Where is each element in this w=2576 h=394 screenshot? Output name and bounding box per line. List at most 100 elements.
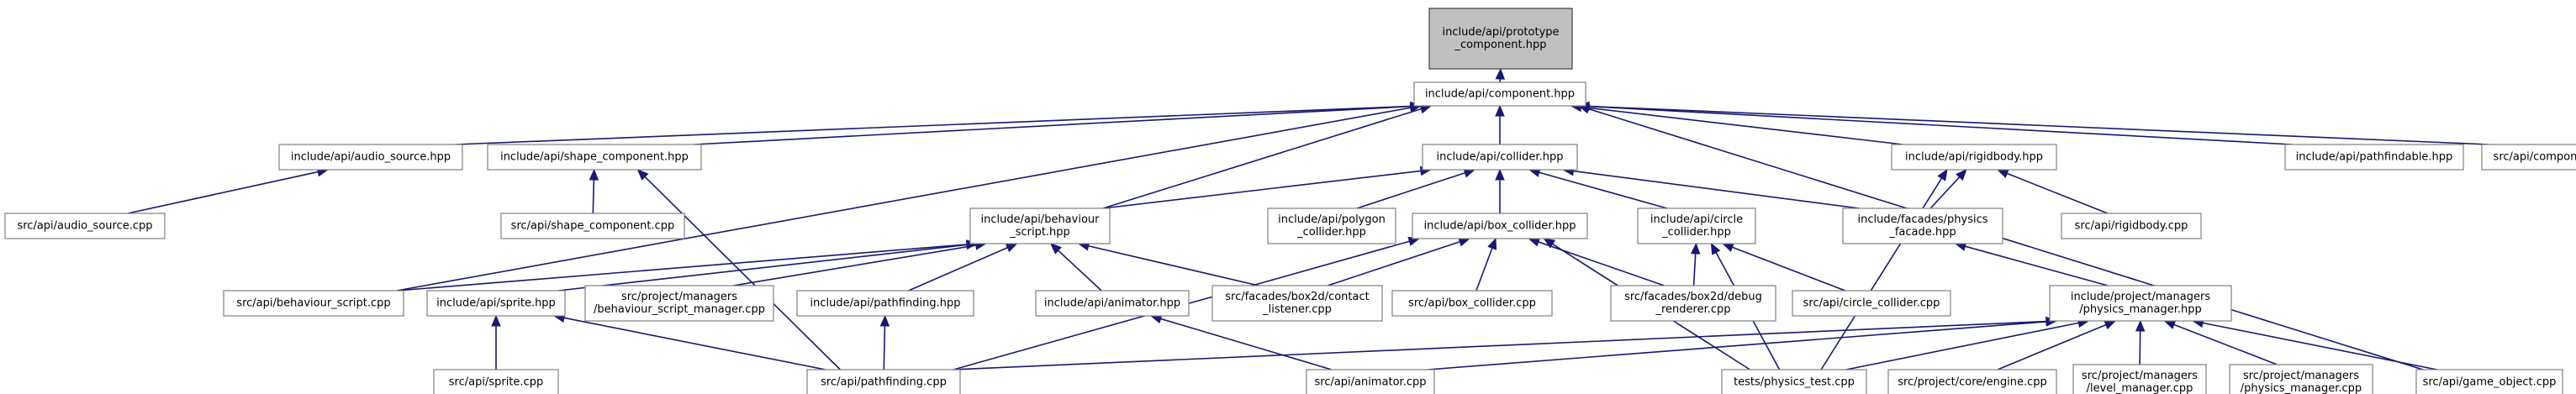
node-box: [1610, 285, 1776, 322]
node-label-line: _facade.hpp: [1888, 226, 1956, 239]
node-box: [806, 369, 961, 394]
node-box: [796, 290, 974, 317]
node-src-api-audio-source-cpp[interactable]: src/api/audio_source.cpp: [4, 213, 166, 239]
node-src-api-sprite-cpp[interactable]: src/api/sprite.cpp: [433, 369, 559, 394]
edge-src-project-managers-level-manager-cpp-includes-include-project-managers-physics-manager-hpp: [2135, 319, 2146, 365]
node-box: [2061, 213, 2202, 239]
node-src-project-managers-physics-manager-cpp[interactable]: src/project/managers/physics_manager.cpp: [2229, 364, 2373, 394]
node-box: [1792, 290, 1951, 317]
node-include-api-pathfindable-hpp[interactable]: include/api/pathfindable.hpp: [2284, 144, 2464, 171]
edge-line: [644, 176, 841, 370]
node-label-line: src/api/rigidbody.cpp: [2075, 220, 2188, 233]
node-include-project-managers-physics-manager-hpp[interactable]: include/project/managers/physics_manager…: [2049, 285, 2232, 322]
node-label-line: src/project/managers: [2243, 370, 2359, 382]
node-box: [2284, 144, 2464, 171]
node-include-api-pathfinding-hpp[interactable]: include/api/pathfinding.hpp: [796, 290, 974, 317]
edge-line: [1692, 253, 1697, 286]
edge-src-api-behaviour-script-cpp-includes-include-api-component-hpp: [396, 102, 1423, 292]
node-src-api-circle-collider-cpp[interactable]: src/api/circle_collider.cpp: [1792, 290, 1951, 317]
node-label-line: src/api/shape_component.cpp: [511, 220, 675, 233]
edge-arrowhead: [879, 314, 890, 327]
edge-line: [953, 320, 2047, 370]
node-label-line: src/api/pathfinding.cpp: [821, 376, 947, 389]
node-src-api-behaviour-script-cpp[interactable]: src/api/behaviour_script.cpp: [223, 290, 404, 317]
node-label-line: _script.hpp: [1009, 226, 1070, 239]
node-label-line: _listener.cpp: [1262, 303, 1332, 316]
node-label-line: include/api/rigidbody.hpp: [1905, 151, 2043, 164]
edge-include-api-behaviour-script-hpp-includes-include-api-collider-hpp: [1102, 165, 1433, 209]
edge-include-api-box-collider-hpp-includes-include-api-collider-hpp: [1495, 168, 1505, 213]
node-box: [1422, 144, 1578, 171]
edge-arrowhead: [1690, 242, 1701, 255]
node-include-api-shape-component-hpp[interactable]: include/api/shape_component.hpp: [487, 144, 702, 171]
edge-tests-physics-test-cpp-includes-include-project-managers-physics-manager-hpp: [1845, 318, 2090, 370]
node-box: [278, 144, 463, 171]
edge-src-project-core-engine-cpp-includes-include-project-managers-physics-manager-hpp: [1997, 320, 2117, 370]
edge-arrowhead: [1495, 67, 1506, 80]
node-include-api-behaviour-script-hpp[interactable]: include/api/behaviour_script.hpp: [969, 208, 1111, 244]
edge-arrowhead: [1495, 104, 1505, 117]
node-box: [2481, 144, 2576, 171]
node-label-line: /behaviour_script_manager.cpp: [594, 303, 765, 316]
node-src-facades-box2d-contact-listener-cpp[interactable]: src/facades/box2d/contact_listener.cpp: [1211, 285, 1383, 322]
edge-src-api-pathfinding-cpp-includes-include-api-shape-component-hpp: [636, 169, 841, 370]
node-include-api-circle-collider-hpp[interactable]: include/api/circle_collider.hpp: [1637, 208, 1756, 244]
node-src-api-box-collider-cpp[interactable]: src/api/box_collider.cpp: [1391, 290, 1553, 317]
node-label-line: src/api/box_collider.cpp: [1408, 297, 1536, 310]
node-src-api-component-cpp[interactable]: src/api/component.cpp: [2481, 144, 2576, 171]
edge-line: [396, 107, 1412, 292]
node-label-line: include/api/pathfinding.hpp: [810, 297, 961, 310]
node-src-api-game-object-cpp[interactable]: src/api/game_object.cpp: [2415, 369, 2563, 394]
node-box: [500, 213, 685, 239]
node-box: [584, 285, 774, 322]
node-src-api-rigidbody-cpp[interactable]: src/api/rigidbody.cpp: [2061, 213, 2202, 239]
node-box: [1887, 369, 2057, 394]
node-box: [1391, 290, 1553, 317]
edge-src-project-managers-behaviour-script-manager-cpp-includes-include-api-behaviour-script-hpp: [733, 240, 987, 286]
node-label-line: include/api/polygon: [1278, 213, 1386, 226]
node-include-api-sprite-hpp[interactable]: include/api/sprite.hpp: [426, 290, 566, 317]
node-include-api-polygon-collider-hpp[interactable]: include/api/polygon_collider.hpp: [1267, 208, 1396, 244]
edge-src-api-pathfinding-cpp-includes-include-project-managers-physics-manager-hpp: [953, 316, 2058, 370]
node-label-line: _component.hpp: [1454, 39, 1547, 51]
edge-line: [2139, 330, 2141, 365]
node-src-project-core-engine-cpp[interactable]: src/project/core/engine.cpp: [1887, 369, 2057, 394]
node-include-api-collider-hpp[interactable]: include/api/collider.hpp: [1422, 144, 1578, 171]
edge-line: [396, 244, 968, 292]
node-label-line: include/project/managers: [2071, 291, 2210, 303]
edge-arrowhead: [2104, 320, 2117, 330]
edge-arrowhead: [2135, 319, 2146, 332]
edge-arrowhead: [1996, 169, 2009, 178]
node-include-api-box-collider-hpp[interactable]: include/api/box_collider.hpp: [1412, 213, 1588, 239]
edge-src-facades-box2d-debug-renderer-cpp-includes-include-api-box-collider-hpp: [1528, 237, 1665, 286]
edge-line: [2173, 323, 2278, 365]
edge-line: [592, 179, 595, 214]
node-label-line: src/api/game_object.cpp: [2423, 376, 2557, 389]
node-box: [1891, 144, 2057, 171]
node-label-line: src/api/animator.cpp: [1314, 376, 1426, 389]
node-include-facades-physics-facade-hpp[interactable]: include/facades/physics_facade.hpp: [1842, 208, 2003, 244]
node-include-api-component-hpp[interactable]: include/api/component.hpp: [1413, 81, 1586, 107]
node-src-project-managers-behaviour-script-manager-cpp[interactable]: src/project/managers/behaviour_script_ma…: [584, 285, 774, 322]
node-src-api-pathfinding-cpp[interactable]: src/api/pathfinding.cpp: [806, 369, 961, 394]
node-box: [2072, 364, 2207, 394]
node-include-api-animator-hpp[interactable]: include/api/animator.hpp: [1035, 290, 1190, 317]
node-src-facades-box2d-debug-renderer-cpp[interactable]: src/facades/box2d/debug_renderer.cpp: [1610, 285, 1776, 322]
edge-line: [1588, 105, 2293, 145]
edge-include-api-polygon-collider-hpp-includes-include-api-collider-hpp: [1356, 168, 1476, 209]
edge-line: [1588, 108, 2424, 370]
edge-include-api-collider-hpp-includes-include-api-component-hpp: [1495, 104, 1505, 144]
edge-src-facades-box2d-contact-listener-cpp-includes-include-api-behaviour-script-hpp: [1077, 241, 1259, 286]
dependency-edges: [127, 67, 2489, 370]
node-label-line: include/api/audio_source.hpp: [291, 151, 451, 164]
edge-src-project-managers-physics-manager-cpp-includes-include-project-managers-physics-manager-hpp: [2163, 320, 2278, 365]
node-label-line: include/api/component.hpp: [1425, 88, 1575, 101]
node-src-api-animator-cpp[interactable]: src/api/animator.cpp: [1306, 369, 1435, 394]
node-src-project-managers-level-manager-cpp[interactable]: src/project/managers/level_manager.cpp: [2072, 364, 2207, 394]
node-src-api-shape-component-cpp[interactable]: src/api/shape_component.cpp: [500, 213, 685, 239]
node-include-api-audio-source-hpp[interactable]: include/api/audio_source.hpp: [278, 144, 463, 171]
edge-line: [908, 247, 1008, 292]
node-tests-physics-test-cpp[interactable]: tests/physics_test.cpp: [1721, 369, 1867, 394]
node-include-api-rigidbody-hpp[interactable]: include/api/rigidbody.hpp: [1891, 144, 2057, 171]
